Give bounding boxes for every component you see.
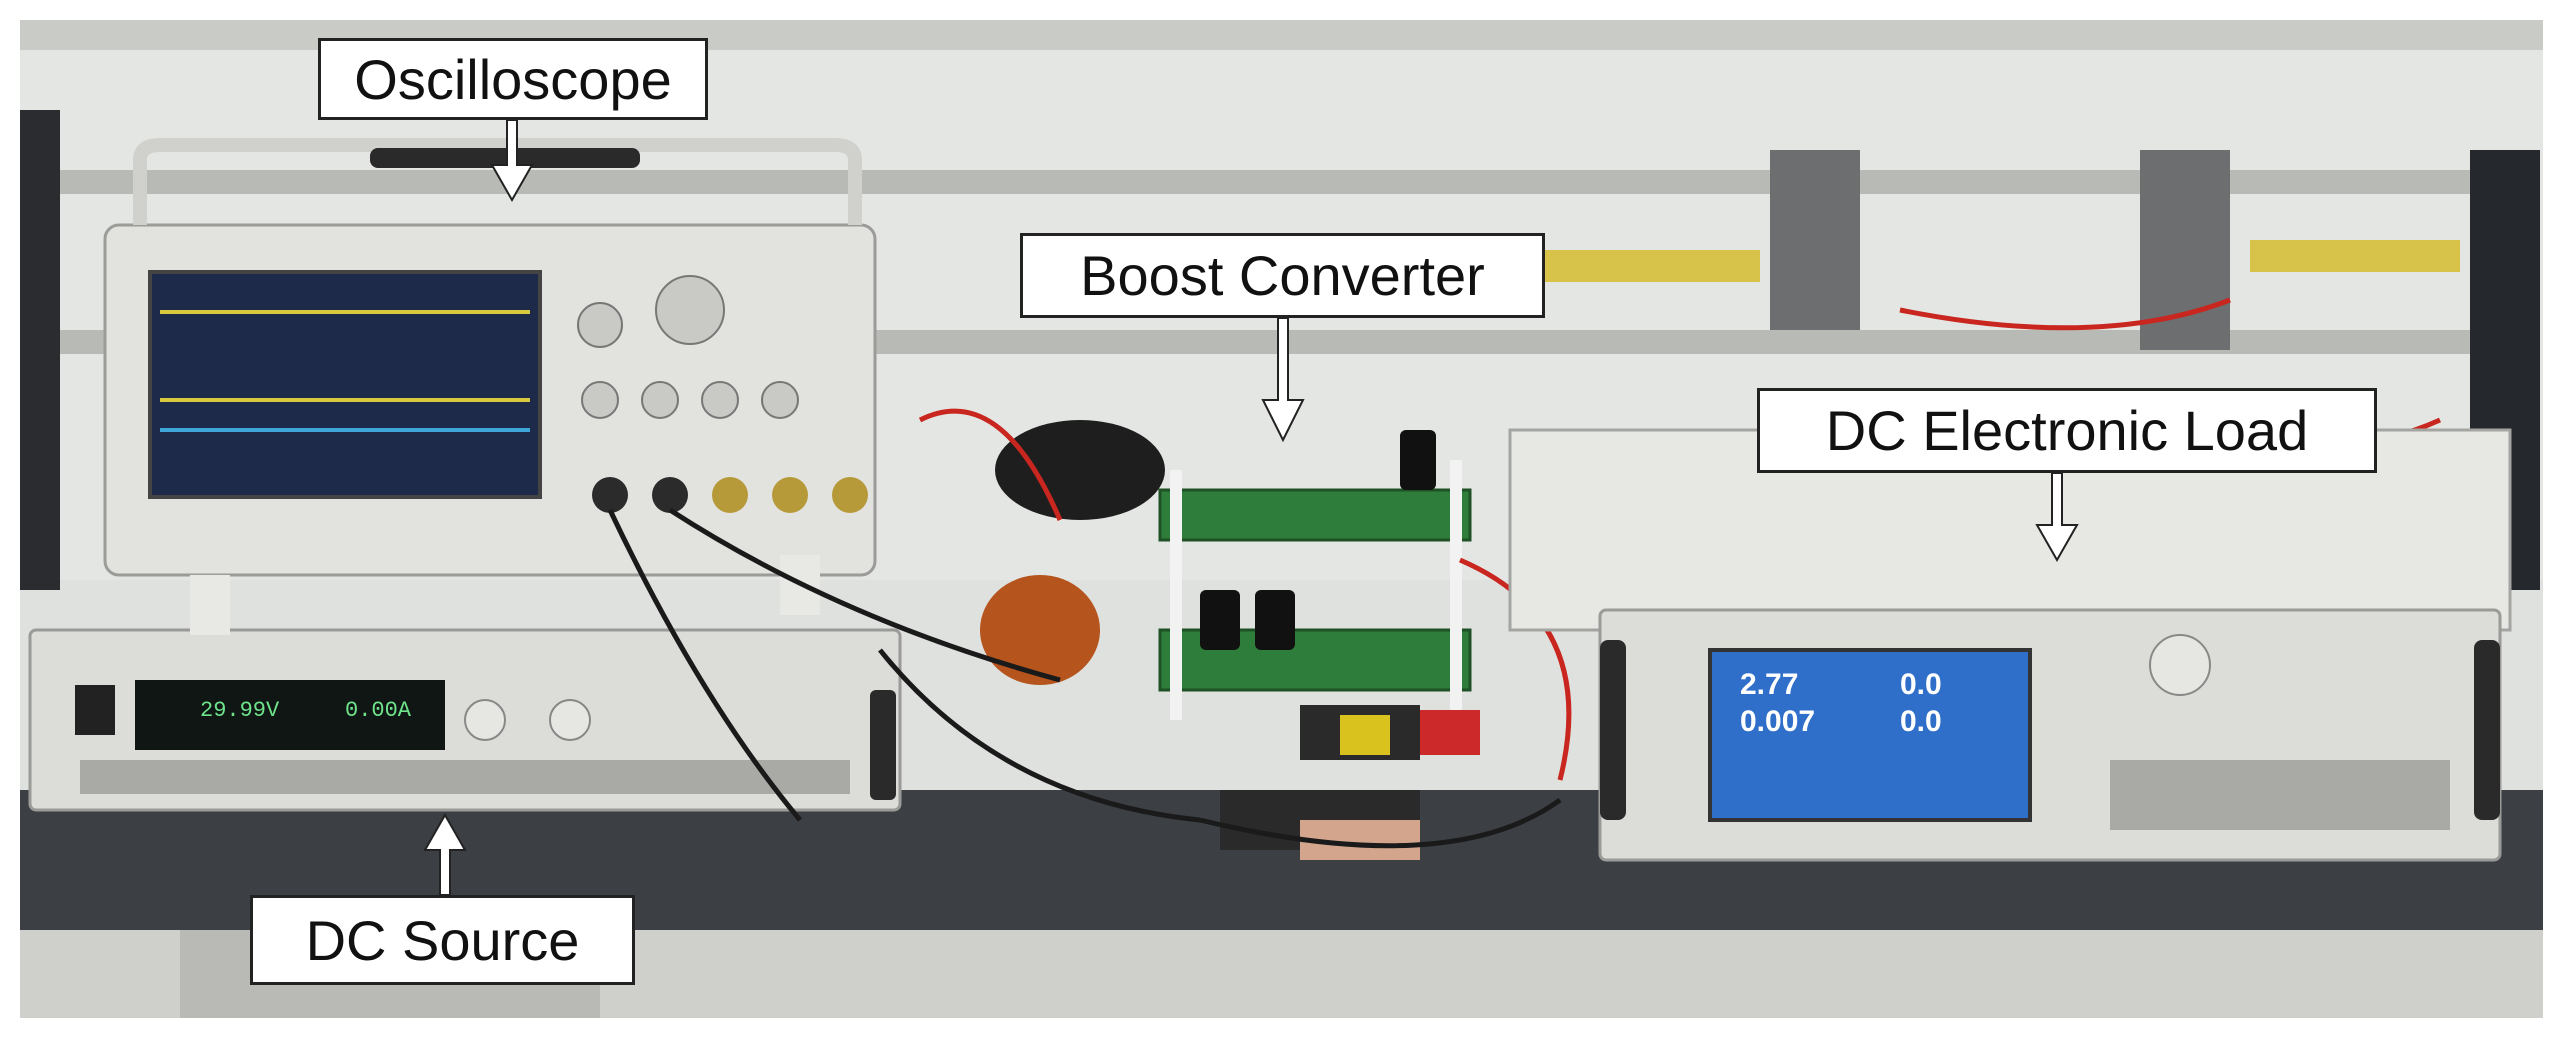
standoff-right xyxy=(1450,460,1462,710)
oscilloscope-probe-inputs xyxy=(592,477,868,513)
dc-load-reading-2: 0.007 xyxy=(1740,705,1816,738)
rack-bracket xyxy=(1770,150,1860,330)
dc-electronic-load-label: DC Electronic Load xyxy=(1757,388,2377,473)
toroid-inductor xyxy=(980,575,1100,685)
dc-source-knob-2 xyxy=(549,699,591,741)
pcb-upper xyxy=(1158,488,1472,542)
current-probe-button xyxy=(1340,715,1390,755)
left-cabinet-edge xyxy=(20,110,60,590)
dc-source-vents xyxy=(80,760,850,794)
dc-load-reading-1: 2.77 xyxy=(1740,668,1799,701)
dc-load-screen xyxy=(1708,648,2032,822)
dc-source-power-switch xyxy=(75,685,115,735)
dc-load-reading-4: 0.0 xyxy=(1900,705,1942,738)
capacitor-top xyxy=(1400,430,1436,490)
dc-source-knob-1 xyxy=(464,699,506,741)
arrow-boost-converter xyxy=(1261,317,1305,443)
arrow-dc-source xyxy=(423,812,467,896)
dc-source-voltage-readout: 29.99V xyxy=(200,698,280,723)
black-wires xyxy=(607,507,1562,849)
dc-load-reading-3: 0.0 xyxy=(1900,668,1942,701)
standoff-left xyxy=(1170,470,1182,720)
inductor-core xyxy=(995,420,1165,520)
oscilloscope-label: Oscilloscope xyxy=(318,38,708,120)
dc-source-handle xyxy=(870,690,896,800)
dc-load-handle-left xyxy=(1600,640,1626,820)
terminal-strip-yellow-right xyxy=(2250,240,2460,272)
oscilloscope-handle-grip xyxy=(370,148,640,168)
arrow-dc-electronic-load xyxy=(2035,472,2079,563)
dc-source-current-readout: 0.00A xyxy=(345,698,412,723)
din-rail-upper xyxy=(40,170,2520,194)
dc-load-handle-right xyxy=(2474,640,2500,820)
dc-source-label: DC Source xyxy=(250,895,635,985)
arrow-oscilloscope xyxy=(490,119,534,203)
capacitor-2 xyxy=(1255,590,1295,650)
dc-source-display xyxy=(135,680,445,750)
oscilloscope-handle xyxy=(133,138,862,225)
oscilloscope-controls xyxy=(577,275,799,419)
oscilloscope-foot-left xyxy=(190,575,230,635)
dc-load-knob xyxy=(2149,634,2211,696)
current-probe-red xyxy=(1420,710,1480,755)
boost-converter-label: Boost Converter xyxy=(1020,233,1545,318)
oscilloscope-screen xyxy=(148,270,542,499)
terminal-strip-yellow xyxy=(1530,250,1760,282)
capacitor-1 xyxy=(1200,590,1240,650)
dc-load-vents xyxy=(2110,760,2450,830)
